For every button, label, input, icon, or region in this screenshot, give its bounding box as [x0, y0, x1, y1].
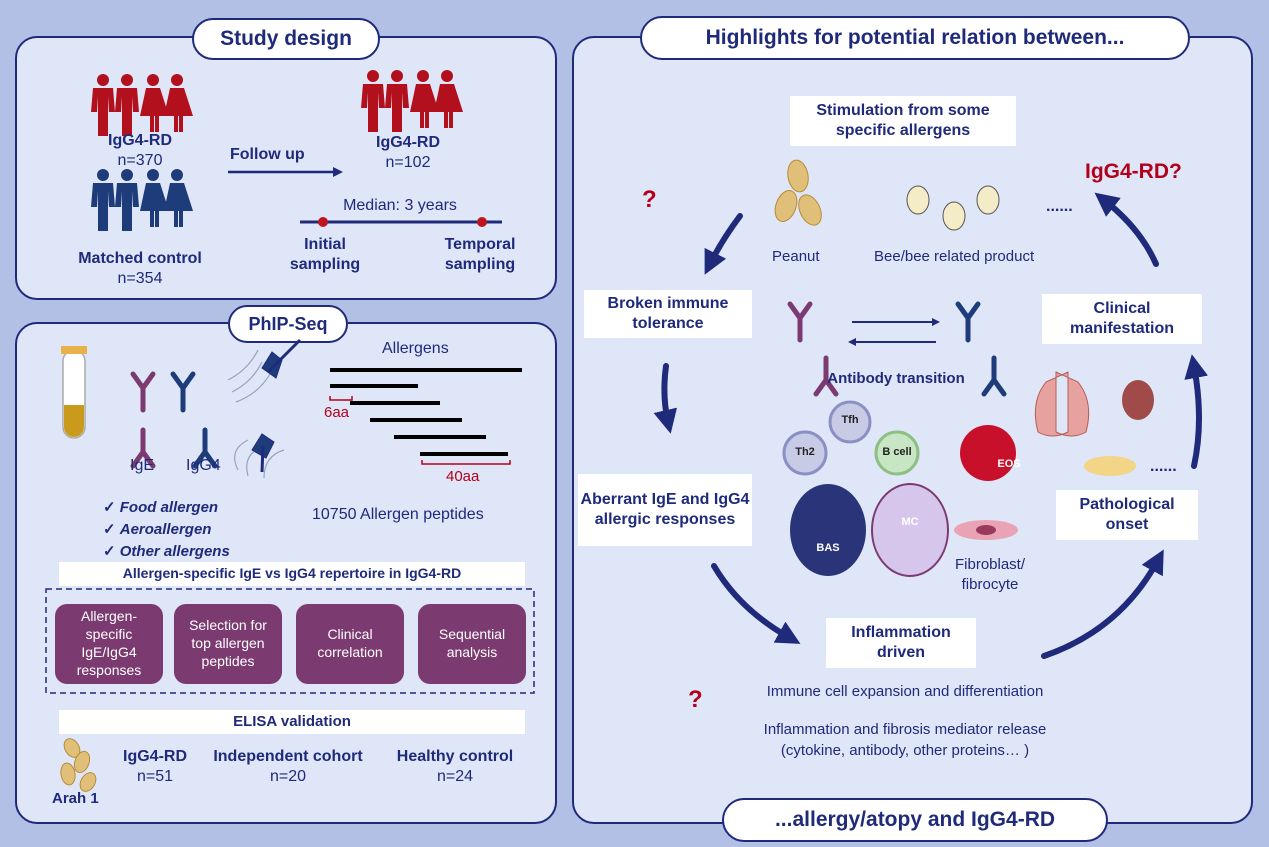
temporal-sampling-2: sampling: [444, 256, 516, 273]
th2-label: Th2: [795, 446, 815, 458]
cohort-igg4rd-n: n=51: [136, 768, 174, 785]
test-tube-icon: [61, 346, 87, 439]
cohort-igg4rd-label: IgG4-RD: [123, 748, 187, 765]
temporal-sampling-1: Temporal: [444, 236, 516, 253]
cohort-healthy-label: Healthy control: [396, 748, 514, 765]
bcell-label: B cell: [882, 446, 912, 458]
b-cell: [874, 430, 920, 476]
immune-cells: [782, 400, 1018, 577]
elisa-title: ELISA validation: [59, 710, 525, 734]
igg4rd-label: IgG4-RD: [108, 132, 172, 149]
bee-label: Bee/bee related product: [874, 248, 1035, 265]
phip-seq-title: PhIP-Seq: [228, 305, 348, 343]
question-mark-bottom: ?: [688, 686, 703, 713]
box-clinical-correlation: Clinical correlation: [296, 604, 404, 684]
arrow-to-broken: [704, 213, 743, 275]
aberrant-box: Aberrant IgE and IgG4 allergic responses: [578, 474, 752, 546]
peptides-count: 10750 Allergen peptides: [312, 506, 484, 523]
follow-up-label: Follow up: [230, 146, 305, 163]
followup-igg4rd-n: n=102: [385, 154, 431, 171]
expansion-text: Immune cell expansion and differentiatio…: [766, 683, 1044, 700]
tfh-label: Tfh: [841, 414, 859, 426]
arrow-aberrant-to-inflammation: [711, 563, 801, 644]
6aa-bracket: [329, 396, 353, 401]
cohort-independent-label: Independent cohort: [213, 748, 363, 765]
ellipsis-organs: ......: [1150, 458, 1177, 475]
initial-sampling-1: Initial: [304, 236, 346, 253]
th2-cell: [782, 430, 828, 476]
mediator-text-1: Inflammation and fibrosis mediator relea…: [763, 721, 1047, 738]
pancreas-icon: [1084, 456, 1136, 476]
box-selection-top: Selection for top allergen peptides: [174, 604, 282, 684]
phage-icons: [227, 338, 302, 479]
eos-label: EOS: [997, 458, 1021, 470]
arrow-clinical-to-igg4rd: [1094, 192, 1159, 267]
pathological-onset-box: Pathological onset: [1056, 490, 1198, 540]
peanut-label: Peanut: [772, 248, 820, 265]
arah-peanut-icon: [60, 738, 97, 792]
followup-igg4rd-label: IgG4-RD: [376, 134, 440, 151]
bee-icons: [906, 185, 1000, 231]
igg4-label: IgG4: [186, 457, 221, 474]
check-aeroallergen: ✓ Aeroallergen: [103, 521, 212, 538]
mc-label: MC: [901, 516, 919, 528]
allergen-peptide-lines: [330, 368, 522, 456]
check-other-allergens: ✓ Other allergens: [103, 543, 230, 560]
6aa-label: 6aa: [324, 404, 350, 421]
check-food-allergen: ✓ Food allergen: [103, 499, 219, 516]
cohort-healthy-n: n=24: [436, 768, 474, 785]
repertoire-dashed-box: [45, 588, 535, 694]
arrow-broken-to-aberrant: [653, 363, 677, 434]
timeline-start-dot: [318, 217, 328, 227]
peanut-icon: [774, 159, 822, 226]
organ-icons: [1034, 371, 1154, 476]
broken-tolerance-box: Broken immune tolerance: [584, 290, 752, 338]
fibroblast-label: Fibroblast/ fibrocyte: [954, 556, 1026, 593]
highlights-footer: ...allergy/atopy and IgG4-RD: [722, 798, 1108, 842]
lungs-icon: [1034, 371, 1090, 437]
kidney-icon: [1122, 380, 1154, 420]
ellipsis-top: ......: [1046, 198, 1073, 215]
arah-label: Arah 1: [52, 790, 99, 807]
inflammation-box: Inflammation driven: [826, 618, 976, 668]
bas-cell: [790, 484, 866, 576]
antibody-transition-label: Antibody transition: [827, 370, 965, 387]
median-label: Median: 3 years: [343, 197, 457, 214]
igg4rd-question: IgG4-RD?: [1085, 160, 1182, 183]
cohort-independent-n: n=20: [269, 768, 307, 785]
box-allergen-specific: Allergen-specific IgE/IgG4 responses: [55, 604, 163, 684]
repertoire-title: Allergen-specific IgE vs IgG4 repertoire…: [59, 562, 525, 586]
40aa-bracket: [421, 460, 511, 465]
highlights-title: Highlights for potential relation betwee…: [640, 16, 1190, 60]
40aa-label: 40aa: [446, 468, 480, 485]
arrow-pathological-to-clinical: [1184, 354, 1208, 469]
question-mark-top: ?: [642, 186, 657, 213]
clinical-manifestation-box: Clinical manifestation: [1042, 294, 1202, 344]
ige-label: IgE: [130, 457, 155, 474]
highlights-panel: [572, 36, 1253, 824]
initial-sampling-2: sampling: [289, 256, 361, 273]
stimulation-box: Stimulation from some specific allergens: [790, 96, 1016, 146]
eos-cell: [960, 425, 1016, 481]
control-n: n=354: [117, 270, 163, 287]
timeline-end-dot: [477, 217, 487, 227]
tfh-cell: [828, 400, 872, 444]
allergens-label: Allergens: [382, 340, 449, 357]
igg4rd-n: n=370: [117, 152, 163, 169]
bas-label: BAS: [816, 542, 840, 554]
mc-cell: [871, 483, 949, 577]
box-sequential-analysis: Sequential analysis: [418, 604, 526, 684]
arrow-inflammation-to-pathological: [1041, 549, 1164, 659]
study-design-title: Study design: [192, 18, 380, 60]
control-label: Matched control: [78, 250, 202, 267]
mediator-text-2: (cytokine, antibody, other proteins… ): [780, 742, 1030, 759]
